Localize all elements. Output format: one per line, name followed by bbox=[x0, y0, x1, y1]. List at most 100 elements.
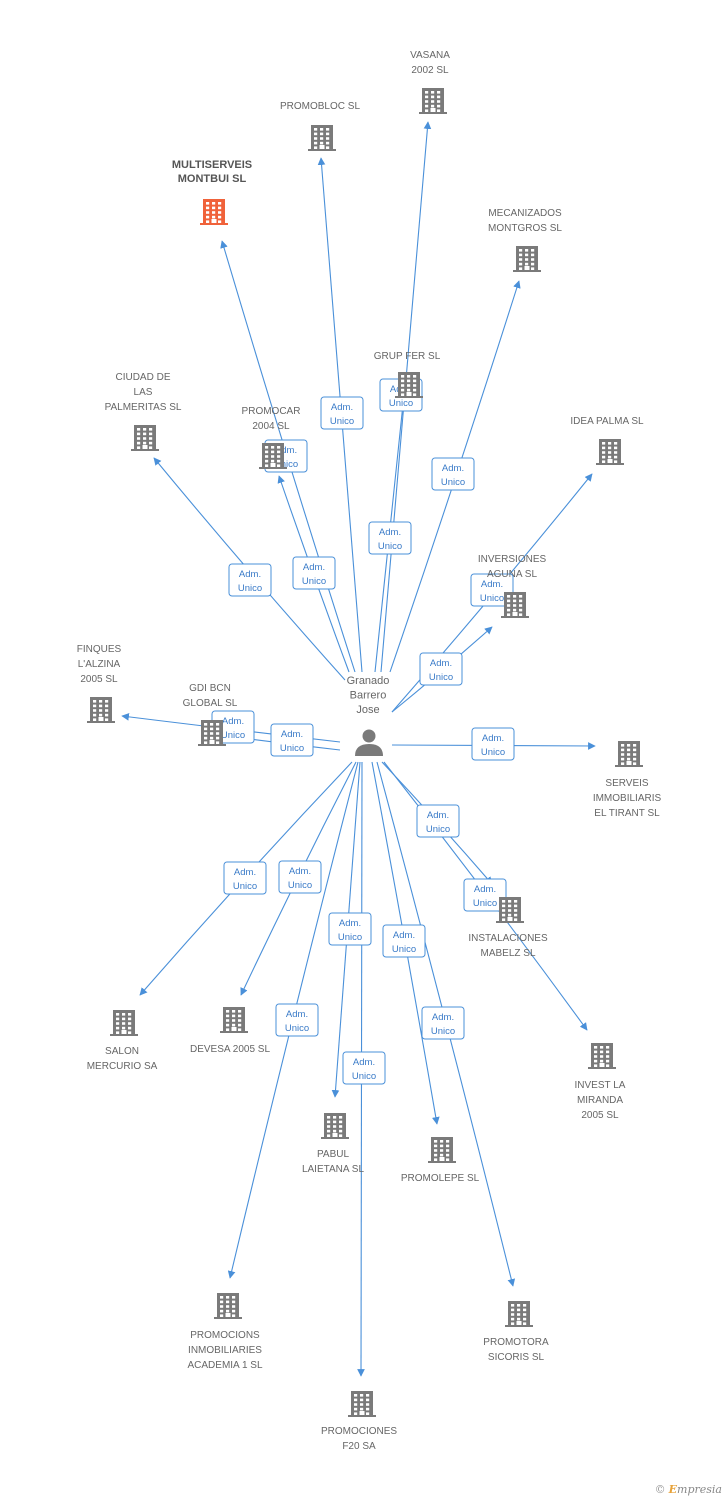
role-label: Adm. bbox=[393, 930, 415, 941]
building-icon bbox=[428, 1137, 456, 1163]
role-badge[interactable]: Adm. Unico bbox=[223, 861, 267, 895]
person-name: Barrero bbox=[350, 690, 387, 702]
role-badge[interactable]: Adm.Unico bbox=[382, 924, 426, 958]
building-icon bbox=[198, 720, 226, 746]
role-badge[interactable]: Adm. Unico bbox=[421, 1006, 465, 1040]
person-name: Granado bbox=[347, 675, 390, 687]
company-node-instalaciones[interactable]: INSTALACIONES MABELZ SL bbox=[468, 897, 548, 959]
company-name: GRUP FER SL bbox=[374, 351, 441, 362]
company-name: IMMOBILIARIS bbox=[593, 793, 662, 804]
building-icon bbox=[505, 1301, 533, 1327]
role-label: Unico bbox=[338, 932, 362, 943]
company-name: 2004 SL bbox=[252, 421, 290, 432]
role-badge[interactable]: Adm.Unico bbox=[278, 860, 322, 894]
role-label: Unico bbox=[280, 743, 304, 754]
building-icon bbox=[513, 246, 541, 272]
company-node-promolepe[interactable]: PROMOLEPE SL bbox=[401, 1137, 480, 1184]
company-name: GLOBAL SL bbox=[183, 698, 238, 709]
company-name: 2005 SL bbox=[80, 674, 118, 685]
role-label: Adm. bbox=[331, 402, 353, 413]
role-badge[interactable]: Adm.Unico bbox=[292, 556, 336, 590]
role-label: Unico bbox=[389, 398, 413, 409]
building-icon bbox=[131, 425, 159, 451]
role-label: Unico bbox=[274, 459, 298, 470]
company-name: F20 SA bbox=[342, 1441, 376, 1452]
company-node-promotora[interactable]: PROMOTORA SICORIS SL bbox=[483, 1301, 549, 1363]
role-label: Unico bbox=[233, 881, 257, 892]
company-node-promocar[interactable]: PROMOCAR 2004 SL bbox=[242, 406, 301, 469]
role-badge[interactable]: Adm.Unico bbox=[320, 396, 364, 430]
role-label: Adm. bbox=[234, 867, 256, 878]
role-label: Unico bbox=[426, 824, 450, 835]
company-node-ideapalma[interactable]: IDEA PALMA SL bbox=[570, 416, 644, 465]
company-name: DEVESA 2005 SL bbox=[190, 1044, 270, 1055]
company-name: INMOBILIARIES bbox=[188, 1345, 262, 1356]
company-name: SALON bbox=[105, 1046, 139, 1057]
company-name: FINQUES bbox=[77, 644, 122, 655]
building-icon bbox=[419, 88, 447, 114]
company-name: CIUDAD DE bbox=[115, 372, 170, 383]
role-label: Unico bbox=[238, 583, 262, 594]
building-icon bbox=[348, 1391, 376, 1417]
building-icon bbox=[87, 697, 115, 723]
building-icon bbox=[588, 1043, 616, 1069]
role-label: Adm. bbox=[430, 658, 452, 669]
company-node-promobloc[interactable]: PROMOBLOC SL bbox=[280, 101, 360, 151]
role-label: Adm. bbox=[222, 716, 244, 727]
company-name: MONTGROS SL bbox=[488, 223, 562, 234]
company-name: MABELZ SL bbox=[480, 948, 535, 959]
company-name: INVERSIONES bbox=[478, 554, 547, 565]
building-icon bbox=[501, 592, 529, 618]
company-name: MECANIZADOS bbox=[488, 208, 562, 219]
company-name: INSTALACIONES bbox=[468, 933, 548, 944]
brand-logo: ©Empresia bbox=[654, 1483, 722, 1496]
role-label: Unico bbox=[429, 672, 453, 683]
company-name: PROMOBLOC SL bbox=[280, 101, 360, 112]
role-label: Unico bbox=[431, 1026, 455, 1037]
company-name: MIRANDA bbox=[577, 1095, 623, 1106]
company-name: AGUNA SL bbox=[487, 569, 537, 580]
role-label: Adm. bbox=[432, 1012, 454, 1023]
role-label: Adm. bbox=[281, 729, 303, 740]
company-name: 2005 SL bbox=[581, 1110, 619, 1121]
role-badge[interactable]: Adm.Unico bbox=[228, 563, 272, 597]
role-badge[interactable]: Adm. Unico bbox=[270, 723, 314, 757]
building-icon bbox=[200, 199, 228, 225]
role-badge[interactable]: Adm.Unico bbox=[328, 912, 372, 946]
company-name: IDEA PALMA SL bbox=[570, 416, 644, 427]
company-node-devesa[interactable]: DEVESA 2005 SL bbox=[190, 1007, 270, 1055]
company-name: SICORIS SL bbox=[488, 1352, 545, 1363]
role-badge[interactable]: Adm.Unico bbox=[342, 1051, 386, 1085]
role-badge[interactable]: Adm.Unico bbox=[471, 727, 515, 761]
role-badge[interactable]: Adm.Unico bbox=[416, 804, 460, 838]
role-badge[interactable]: Adm. Unico bbox=[419, 652, 463, 686]
company-node-mecanizados[interactable]: MECANIZADOS MONTGROS SL bbox=[488, 208, 562, 272]
company-node-grupfer[interactable]: GRUP FER SL bbox=[374, 351, 441, 398]
role-badge[interactable]: Adm.Unico bbox=[275, 1003, 319, 1037]
company-node-inversiones[interactable]: INVERSIONES AGUNA SL bbox=[478, 554, 547, 618]
role-badge[interactable]: Adm.Unico bbox=[431, 457, 475, 491]
company-name: PROMOTORA bbox=[483, 1337, 549, 1348]
role-label: Unico bbox=[481, 747, 505, 758]
role-badge[interactable]: Adm.Unico bbox=[463, 878, 507, 912]
person-icon bbox=[355, 729, 383, 756]
company-name: PROMOCAR bbox=[242, 406, 301, 417]
role-label: Adm. bbox=[474, 884, 496, 895]
company-name: L'ALZINA bbox=[78, 659, 121, 670]
company-node-fingues[interactable]: FINQUES L'ALZINA 2005 SL bbox=[77, 644, 122, 723]
role-badge[interactable]: Adm.Unico bbox=[470, 573, 514, 607]
role-badge[interactable]: Adm.Unico bbox=[368, 521, 412, 555]
role-label: Unico bbox=[480, 593, 504, 604]
